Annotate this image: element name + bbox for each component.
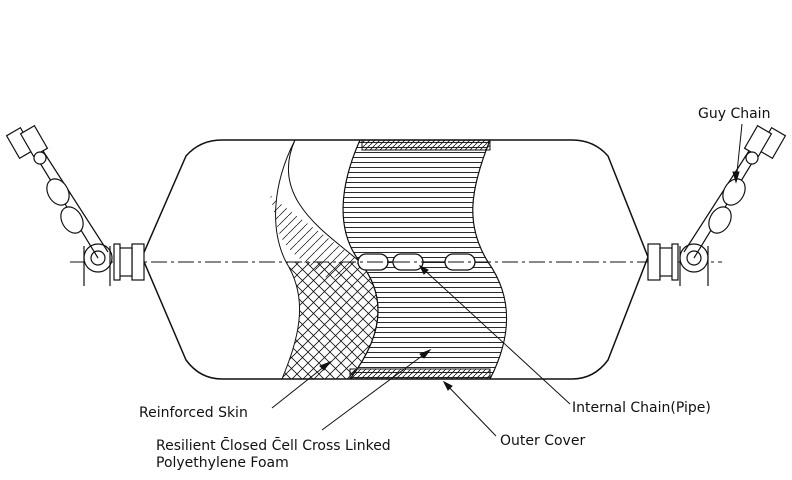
- leader-outer-cover: [443, 381, 497, 437]
- label-internal-chain: Internal Chain(Pipe): [572, 400, 711, 416]
- leader-foam: [321, 349, 431, 431]
- outer-cover-bottom: [349, 368, 491, 379]
- leader-internal-chain: [419, 265, 571, 405]
- label-guy-chain: Guy Chain: [698, 106, 771, 122]
- fender-body-outline: [141, 139, 649, 380]
- label-reinforced-skin: Reinforced Skin: [139, 405, 248, 421]
- outer-cover-top: [361, 140, 491, 151]
- left-guy-chain: [5, 124, 109, 259]
- leader-reinforced-skin: [271, 361, 331, 409]
- right-end-fitting: [647, 243, 709, 286]
- foam-core: [342, 140, 508, 379]
- label-foam-line1: Resilient C̄losed C̄ell Cross Linked: [156, 438, 391, 454]
- skin-diagonal-hatch: [270, 195, 360, 280]
- right-guy-chain: [683, 124, 787, 259]
- label-foam-line2: Polyethylene Foam: [156, 455, 289, 471]
- skin-crosshatch: [282, 262, 379, 379]
- label-outer-cover: Outer Cover: [500, 433, 586, 449]
